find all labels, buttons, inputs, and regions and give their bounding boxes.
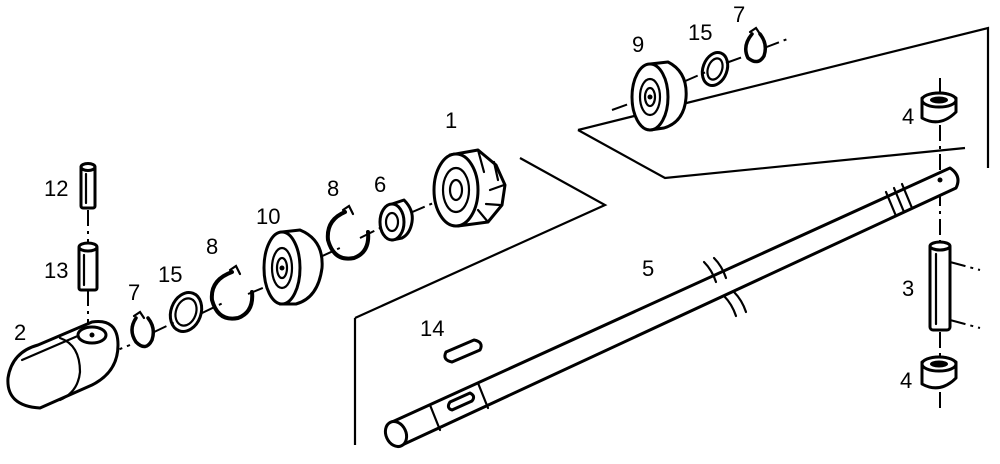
part-8-right-circlip bbox=[325, 204, 371, 261]
label-part-15-left: 15 bbox=[158, 262, 182, 287]
label-part-1: 1 bbox=[445, 108, 457, 133]
part-9-bearing bbox=[630, 60, 688, 132]
part-2-end-cap bbox=[6, 319, 120, 410]
part-12-pin bbox=[79, 162, 97, 210]
part-15-left-ring bbox=[168, 291, 204, 333]
part-3-pin bbox=[928, 240, 981, 332]
label-part-8-right: 8 bbox=[327, 176, 339, 201]
part-6-bushing bbox=[378, 198, 414, 242]
part-10-bearing bbox=[262, 228, 324, 306]
label-part-2: 2 bbox=[14, 320, 26, 345]
label-part-10: 10 bbox=[256, 204, 280, 229]
part-7-left-snap-ring bbox=[130, 310, 156, 349]
lower-frame-lines bbox=[353, 157, 608, 445]
part-4-bottom-bushing bbox=[920, 355, 958, 390]
part-8-left-circlip bbox=[209, 264, 255, 321]
part-5-shaft bbox=[383, 166, 960, 449]
label-part-12: 12 bbox=[44, 176, 68, 201]
label-part-7-left: 7 bbox=[128, 280, 140, 305]
upper-frame-lines bbox=[577, 26, 990, 180]
label-part-5: 5 bbox=[642, 256, 654, 281]
part-1-bevel-gear bbox=[432, 148, 507, 228]
label-part-7-right: 7 bbox=[733, 2, 745, 27]
label-part-9: 9 bbox=[632, 32, 644, 57]
part-4-top-bushing bbox=[920, 91, 958, 124]
label-part-6: 6 bbox=[374, 172, 386, 197]
part-7-right-snap-ring bbox=[744, 26, 768, 64]
label-part-4-top: 4 bbox=[902, 104, 914, 129]
label-part-8-left: 8 bbox=[206, 234, 218, 259]
part-13-pin bbox=[77, 241, 99, 292]
part-14-key bbox=[443, 338, 483, 364]
part-labels: 1 2 3 4 4 5 6 7 7 8 8 9 10 12 13 14 15 1… bbox=[14, 2, 914, 393]
label-part-14: 14 bbox=[420, 316, 444, 341]
label-part-3: 3 bbox=[902, 276, 914, 301]
label-part-13: 13 bbox=[44, 258, 68, 283]
label-part-15-right: 15 bbox=[688, 20, 712, 45]
label-part-4-bottom: 4 bbox=[900, 368, 912, 393]
center-lines bbox=[87, 37, 941, 412]
part-15-right-ring bbox=[700, 51, 730, 87]
